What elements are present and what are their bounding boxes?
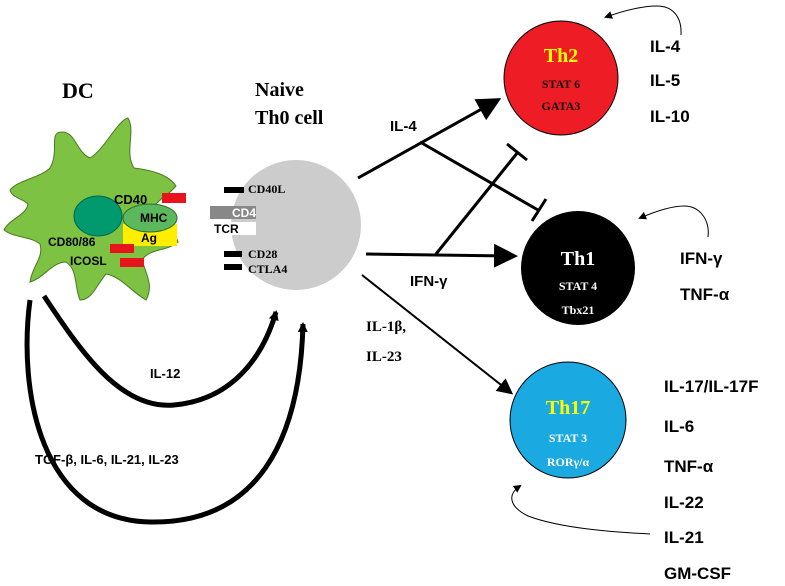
th2-tf2: GATA3 [542,99,581,113]
th17-tf1: STAT 3 [549,431,587,445]
arrow-to-th17 [361,274,514,395]
th17-title: Th17 [546,397,590,419]
th17-feedback-arrow [511,484,651,535]
signal-ifng: IFN-γ [410,273,448,290]
curve-tgfb-arrow [24,299,308,525]
th17-cell [509,361,627,479]
cd40-label: CD40 [114,192,147,207]
icosl-marker [120,258,144,267]
ctla4-label: CTLA4 [248,262,287,276]
th2-cell [503,20,619,136]
th17-cytokine-3: TNF-α [664,457,714,476]
cd40l-bar [224,187,244,193]
signal-tgfb: TGF-β, IL-6, IL-21, IL-23 [35,452,179,467]
th1-tf1: STAT 4 [559,279,597,293]
signal-il12: IL-12 [150,366,180,381]
inhibit-ifng-to-th2-bar [506,142,528,162]
dc-title: DC [62,78,94,103]
th17-cytokine-2: IL-6 [664,417,694,436]
th1-cytokine-2: TNF-α [680,285,730,304]
naive-title-line1: Naive [255,79,304,101]
th17-cytokine-6: GM-CSF [664,564,731,583]
cd40l-label: CD40L [248,182,285,196]
arrow-to-th2 [357,98,502,180]
signal-il1b: IL-1β, [366,319,406,335]
cd28-bar [224,251,242,257]
cd40-marker [162,193,186,203]
tcr-label: TCR [214,222,239,236]
ag-label: Ag [141,231,157,245]
ctla4-bar [224,264,242,270]
cd4-label: CD4 [232,206,256,220]
cd80-86-label: CD80/86 [48,235,96,249]
signal-il4: IL-4 [390,118,417,135]
cd28-label: CD28 [248,247,277,261]
th17-cytokine-5: IL-21 [664,528,704,547]
th1-tf2: Tbx21 [562,303,595,317]
th1-title: Th1 [561,248,595,270]
naive-th0-cell [231,160,361,290]
signal-il23: IL-23 [366,349,402,365]
th2-cytokine-2: IL-5 [650,71,680,90]
dc-nucleus [73,195,123,237]
icosl-label: ICOSL [70,254,107,268]
cd4-bar [210,206,256,219]
th1-cell [521,211,635,325]
th2-cytokine-1: IL-4 [650,37,681,56]
inhibit-ifng-to-th2 [434,151,520,255]
inhibit-il4-to-th1-bar [530,198,548,222]
th17-cytokine-4: IL-22 [664,493,704,512]
th2-feedback-arrow [604,5,682,36]
cd80-86-marker [110,244,134,253]
th1-feedback-arrow [638,205,709,238]
th17-tf2: RORγ/α [547,455,590,469]
mhc-ellipse [122,203,178,233]
naive-title-line2: Th0 cell [255,107,324,129]
th1-cytokine-1: IFN-γ [680,249,723,268]
curve-il12-arrow [41,294,279,408]
inhibit-il4-to-th1 [419,140,539,212]
th2-title: Th2 [544,45,578,67]
tcr-bar [210,222,256,235]
th17-cytokine-1: IL-17/IL-17F [664,377,758,396]
th2-cytokine-3: IL-10 [650,107,690,126]
th2-tf1: STAT 6 [542,77,580,91]
arrow-to-th1 [365,243,518,268]
mhc-label: MHC [140,211,168,225]
